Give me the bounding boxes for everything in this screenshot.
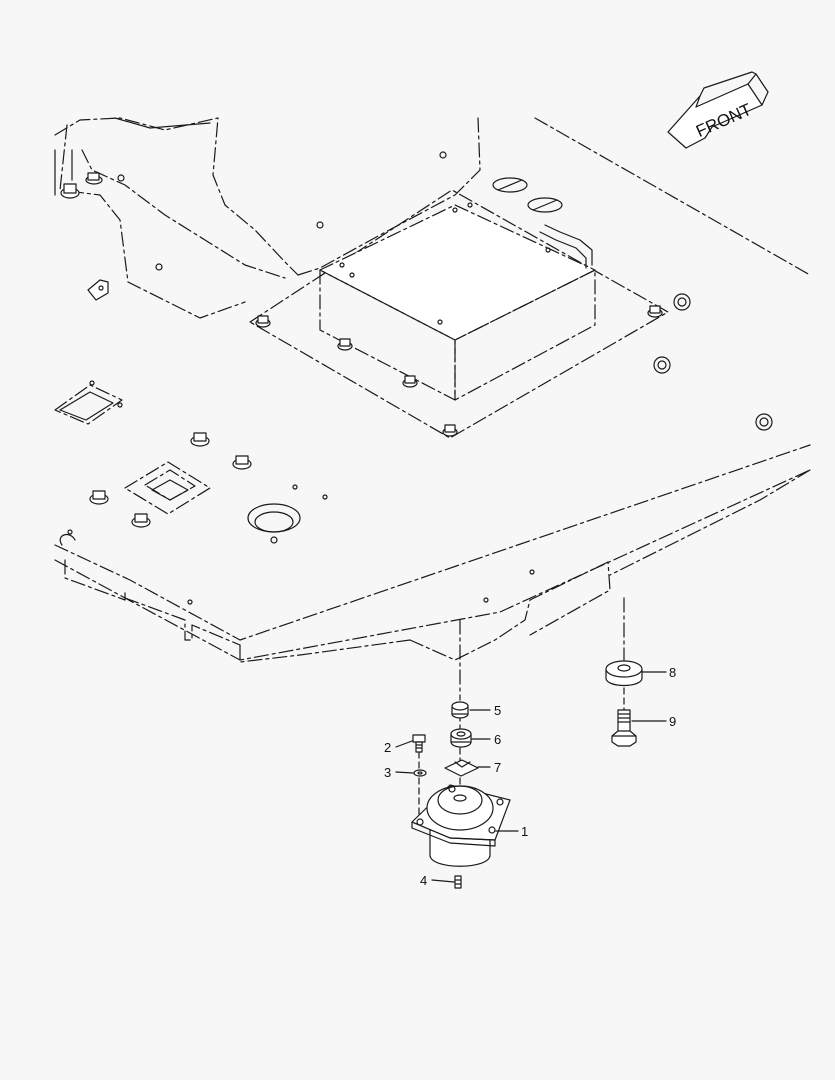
part-1-damper-mount	[411, 784, 511, 867]
callout-5: 5	[494, 703, 501, 718]
floor-plate	[54, 293, 811, 663]
part-7-stopper	[444, 759, 479, 777]
callout-9: 9	[669, 714, 676, 729]
front-arrow: FRONT	[667, 71, 769, 149]
part-4-screw	[454, 875, 462, 889]
callout-4: 4	[420, 873, 427, 888]
cab-outline	[54, 117, 811, 319]
part-3-washer	[413, 769, 427, 777]
callout-7: 7	[494, 760, 501, 775]
callout-3: 3	[384, 765, 391, 780]
callout-2: 2	[384, 740, 391, 755]
callout-8: 8	[669, 665, 676, 680]
leader-lines	[395, 671, 667, 883]
part-6-washer	[450, 728, 472, 748]
lever-base	[89, 432, 252, 528]
part-9-bolt	[611, 709, 637, 747]
callout-1: 1	[521, 824, 528, 839]
part-8-cushion	[605, 660, 643, 687]
part-2-bolt	[412, 734, 426, 753]
cab-post-bolts	[60, 172, 103, 199]
callout-6: 6	[494, 732, 501, 747]
small-bracket	[87, 279, 109, 301]
part-5-nut	[451, 701, 469, 719]
callouts: 1 2 3 4 5 6 7 8 9	[384, 665, 676, 888]
controller-box	[249, 177, 669, 439]
